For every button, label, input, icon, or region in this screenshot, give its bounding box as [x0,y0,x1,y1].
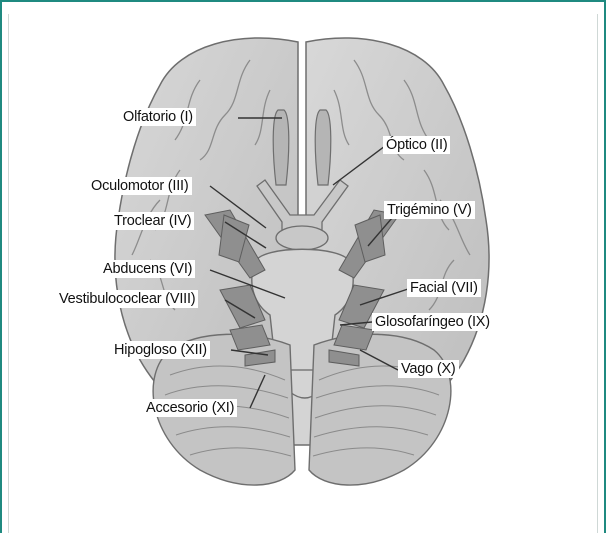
label-hipogloso: Hipogloso (XII) [111,341,210,359]
label-glosofaringeo: Glosofaríngeo (IX) [372,313,493,331]
label-troclear: Troclear (IV) [111,212,194,230]
label-trigemino: Trigémino (V) [384,201,475,219]
label-vago: Vago (X) [398,360,459,378]
label-olfatorio: Olfatorio (I) [120,108,196,126]
label-accesorio: Accesorio (XI) [143,399,237,417]
label-vestibulococlear: Vestibulococlear (VIII) [56,290,198,308]
label-optico: Óptico (II) [383,136,450,154]
label-abducens: Abducens (VI) [100,260,195,278]
label-facial: Facial (VII) [407,279,481,297]
label-oculomotor: Oculomotor (III) [88,177,192,195]
olfactory-tracts [273,110,331,185]
